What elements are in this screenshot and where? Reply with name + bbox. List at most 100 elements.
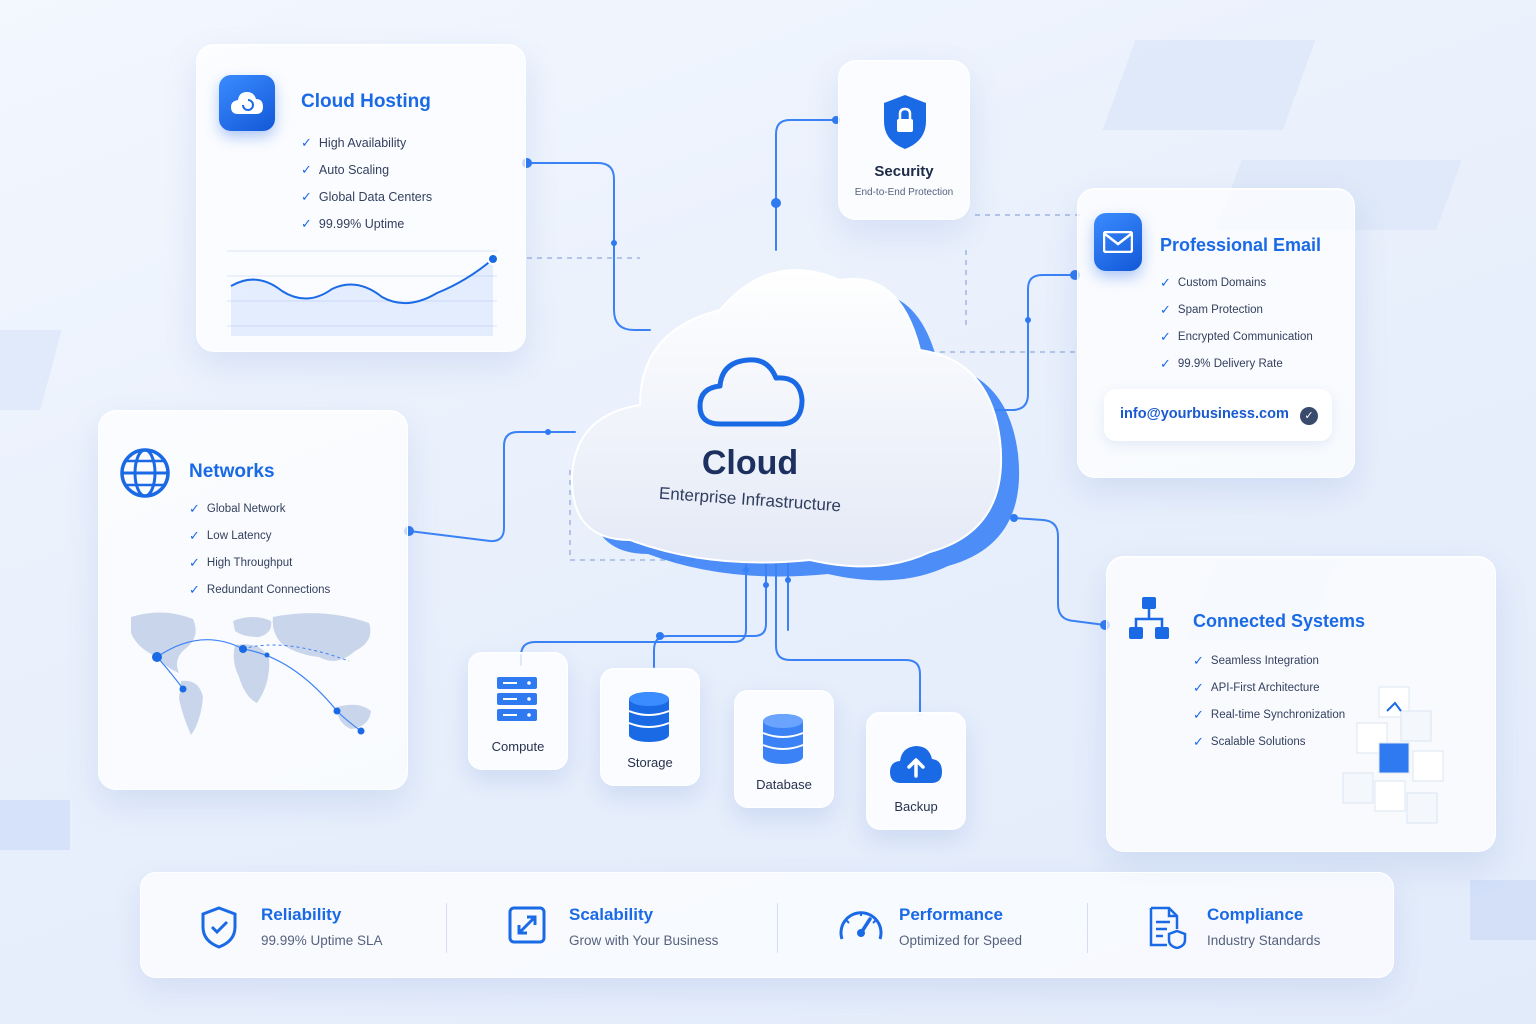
- service-label: Storage: [627, 755, 673, 770]
- feature-label: High Availability: [318, 136, 407, 150]
- expand-icon: [508, 906, 546, 944]
- shield-check-icon: [201, 906, 237, 949]
- list-item: ✓ API-First Architecture: [1193, 680, 1345, 696]
- benefit-title: Scalability: [569, 905, 654, 924]
- globe-icon: [120, 448, 170, 498]
- list-item: ✓ Auto Scaling: [301, 162, 432, 178]
- professional-email-title: Professional Email: [1160, 235, 1322, 255]
- service-compute[interactable]: Compute: [468, 652, 568, 770]
- list-item: ✓ High Availability: [301, 135, 432, 151]
- benefits-bar: Reliability 99.99% Uptime SLA Scalabilit…: [140, 872, 1394, 978]
- storage-icon: [628, 692, 670, 742]
- server-icon: [497, 677, 537, 721]
- service-storage[interactable]: Storage: [600, 668, 700, 786]
- list-item: ✓ Low Latency: [189, 528, 330, 544]
- networks-panel: Networks ✓ Global Network ✓ Low Latency ✓H…: [98, 410, 408, 790]
- email-field[interactable]: info@yourbusiness.com ✓: [1104, 389, 1332, 441]
- verified-check-icon: ✓: [1300, 407, 1318, 425]
- divider: [1087, 903, 1088, 953]
- check-icon: ✓: [301, 216, 312, 231]
- list-item: ✓High Throughput: [189, 555, 330, 571]
- feature-label: Redundant Connections: [206, 584, 331, 596]
- benefit-subtitle: Optimized for Speed: [899, 933, 1023, 948]
- feature-label: Global Data Centers: [318, 190, 433, 204]
- benefit-title: Performance: [899, 905, 1003, 924]
- service-label: Backup: [894, 799, 938, 814]
- list-item: ✓ Global Network: [189, 501, 330, 517]
- security-title: Security: [874, 163, 934, 180]
- list-item: ✓ Scalable Solutions: [1193, 734, 1345, 750]
- feature-label: API-First Architecture: [1210, 682, 1320, 694]
- email-address: info@yourbusiness.com: [1120, 406, 1289, 422]
- professional-email-features: ✓Custom Domains ✓ Spam Protection ✓ Encryp…: [1160, 275, 1313, 383]
- check-icon: ✓: [1193, 680, 1204, 695]
- benefit-title: Compliance: [1207, 905, 1304, 924]
- database-icon: [762, 714, 804, 764]
- feature-label: Low Latency: [206, 530, 272, 542]
- check-icon: ✓: [1160, 329, 1171, 344]
- professional-email-panel: Professional Email ✓Custom Domains ✓ Spam…: [1077, 188, 1355, 478]
- hierarchy-icon: [1129, 597, 1169, 639]
- benefit-performance: Performance Optimized for Speed: [837, 873, 1117, 979]
- networks-title: Networks: [189, 461, 275, 482]
- feature-label: Scalable Solutions: [1210, 736, 1306, 748]
- benefit-reliability: Reliability 99.99% Uptime SLA: [199, 873, 459, 979]
- world-map-icon: [131, 612, 371, 735]
- cloud-hosting-icon: [219, 75, 275, 131]
- security-panel: Security End-to-End Protection: [838, 60, 970, 220]
- feature-label: Global Network: [206, 503, 286, 515]
- uptime-sparkline: [227, 250, 499, 336]
- cloud-hosting-features: ✓ High Availability ✓ Auto Scaling ✓ Global…: [301, 135, 432, 243]
- check-icon: ✓: [301, 189, 312, 204]
- benefit-subtitle: 99.99% Uptime SLA: [261, 933, 383, 948]
- check-icon: ✓: [301, 135, 312, 150]
- check-icon: ✓: [1193, 707, 1204, 722]
- feature-label: Real-time Synchronization: [1210, 709, 1346, 721]
- feature-label: Auto Scaling: [318, 163, 390, 177]
- check-icon: ✓: [1160, 356, 1171, 371]
- cloud-hosting-panel: Cloud Hosting ✓ High Availability ✓ Auto S…: [196, 44, 526, 352]
- service-database[interactable]: Database: [734, 690, 834, 808]
- list-item: ✓ Real-time Synchronization: [1193, 707, 1345, 723]
- service-label: Database: [756, 777, 812, 792]
- service-label: Compute: [491, 739, 545, 754]
- benefit-subtitle: Grow with Your Business: [569, 933, 719, 948]
- divider: [446, 903, 447, 953]
- benefit-subtitle: Industry Standards: [1207, 933, 1321, 948]
- cloud-shape: [570, 269, 1020, 581]
- list-item: ✓ 99.9% Delivery Rate: [1160, 356, 1313, 372]
- central-cloud: Cloud Enterprise Infrastructure: [560, 240, 1030, 590]
- document-shield-icon: [1149, 906, 1187, 949]
- speedometer-icon: [839, 911, 883, 940]
- check-icon: ✓: [1193, 734, 1204, 749]
- benefit-scalability: Scalability Grow with Your Business: [507, 873, 787, 979]
- check-icon: ✓: [189, 528, 200, 543]
- security-subtitle: End-to-End Protection: [854, 187, 954, 198]
- list-item: ✓Custom Domains: [1160, 275, 1313, 291]
- list-item: ✓99.99% Uptime: [301, 216, 432, 232]
- feature-label: Spam Protection: [1177, 304, 1263, 316]
- check-icon: ✓: [1193, 653, 1204, 668]
- connected-systems-title: Connected Systems: [1193, 611, 1366, 631]
- cloud-hosting-title: Cloud Hosting: [301, 91, 431, 112]
- cloud-outline-icon: [697, 357, 805, 427]
- benefit-title: Reliability: [261, 905, 342, 924]
- list-item: ✓Redundant Connections: [189, 582, 330, 598]
- check-icon: ✓: [189, 555, 200, 570]
- check-icon: ✓: [1160, 302, 1171, 317]
- networks-features: ✓ Global Network ✓ Low Latency ✓High Throu…: [189, 501, 330, 609]
- mail-icon: [1094, 213, 1142, 271]
- list-item: ✓ Global Data Centers: [301, 189, 432, 205]
- feature-label: Encrypted Communication: [1177, 331, 1313, 343]
- check-icon: ✓: [1160, 275, 1171, 290]
- divider: [777, 903, 778, 953]
- cloud-title: Cloud: [701, 444, 799, 482]
- service-backup[interactable]: Backup: [866, 712, 966, 830]
- check-icon: ✓: [301, 162, 312, 177]
- check-icon: ✓: [189, 501, 200, 516]
- connected-systems-panel: Connected Systems ✓Seamless Integration …: [1106, 556, 1496, 852]
- feature-label: 99.9% Delivery Rate: [1177, 358, 1283, 370]
- list-item: ✓ Encrypted Communication: [1160, 329, 1313, 345]
- cubes-icon: [1342, 686, 1444, 824]
- benefit-compliance: Compliance Industry Standards: [1145, 873, 1385, 979]
